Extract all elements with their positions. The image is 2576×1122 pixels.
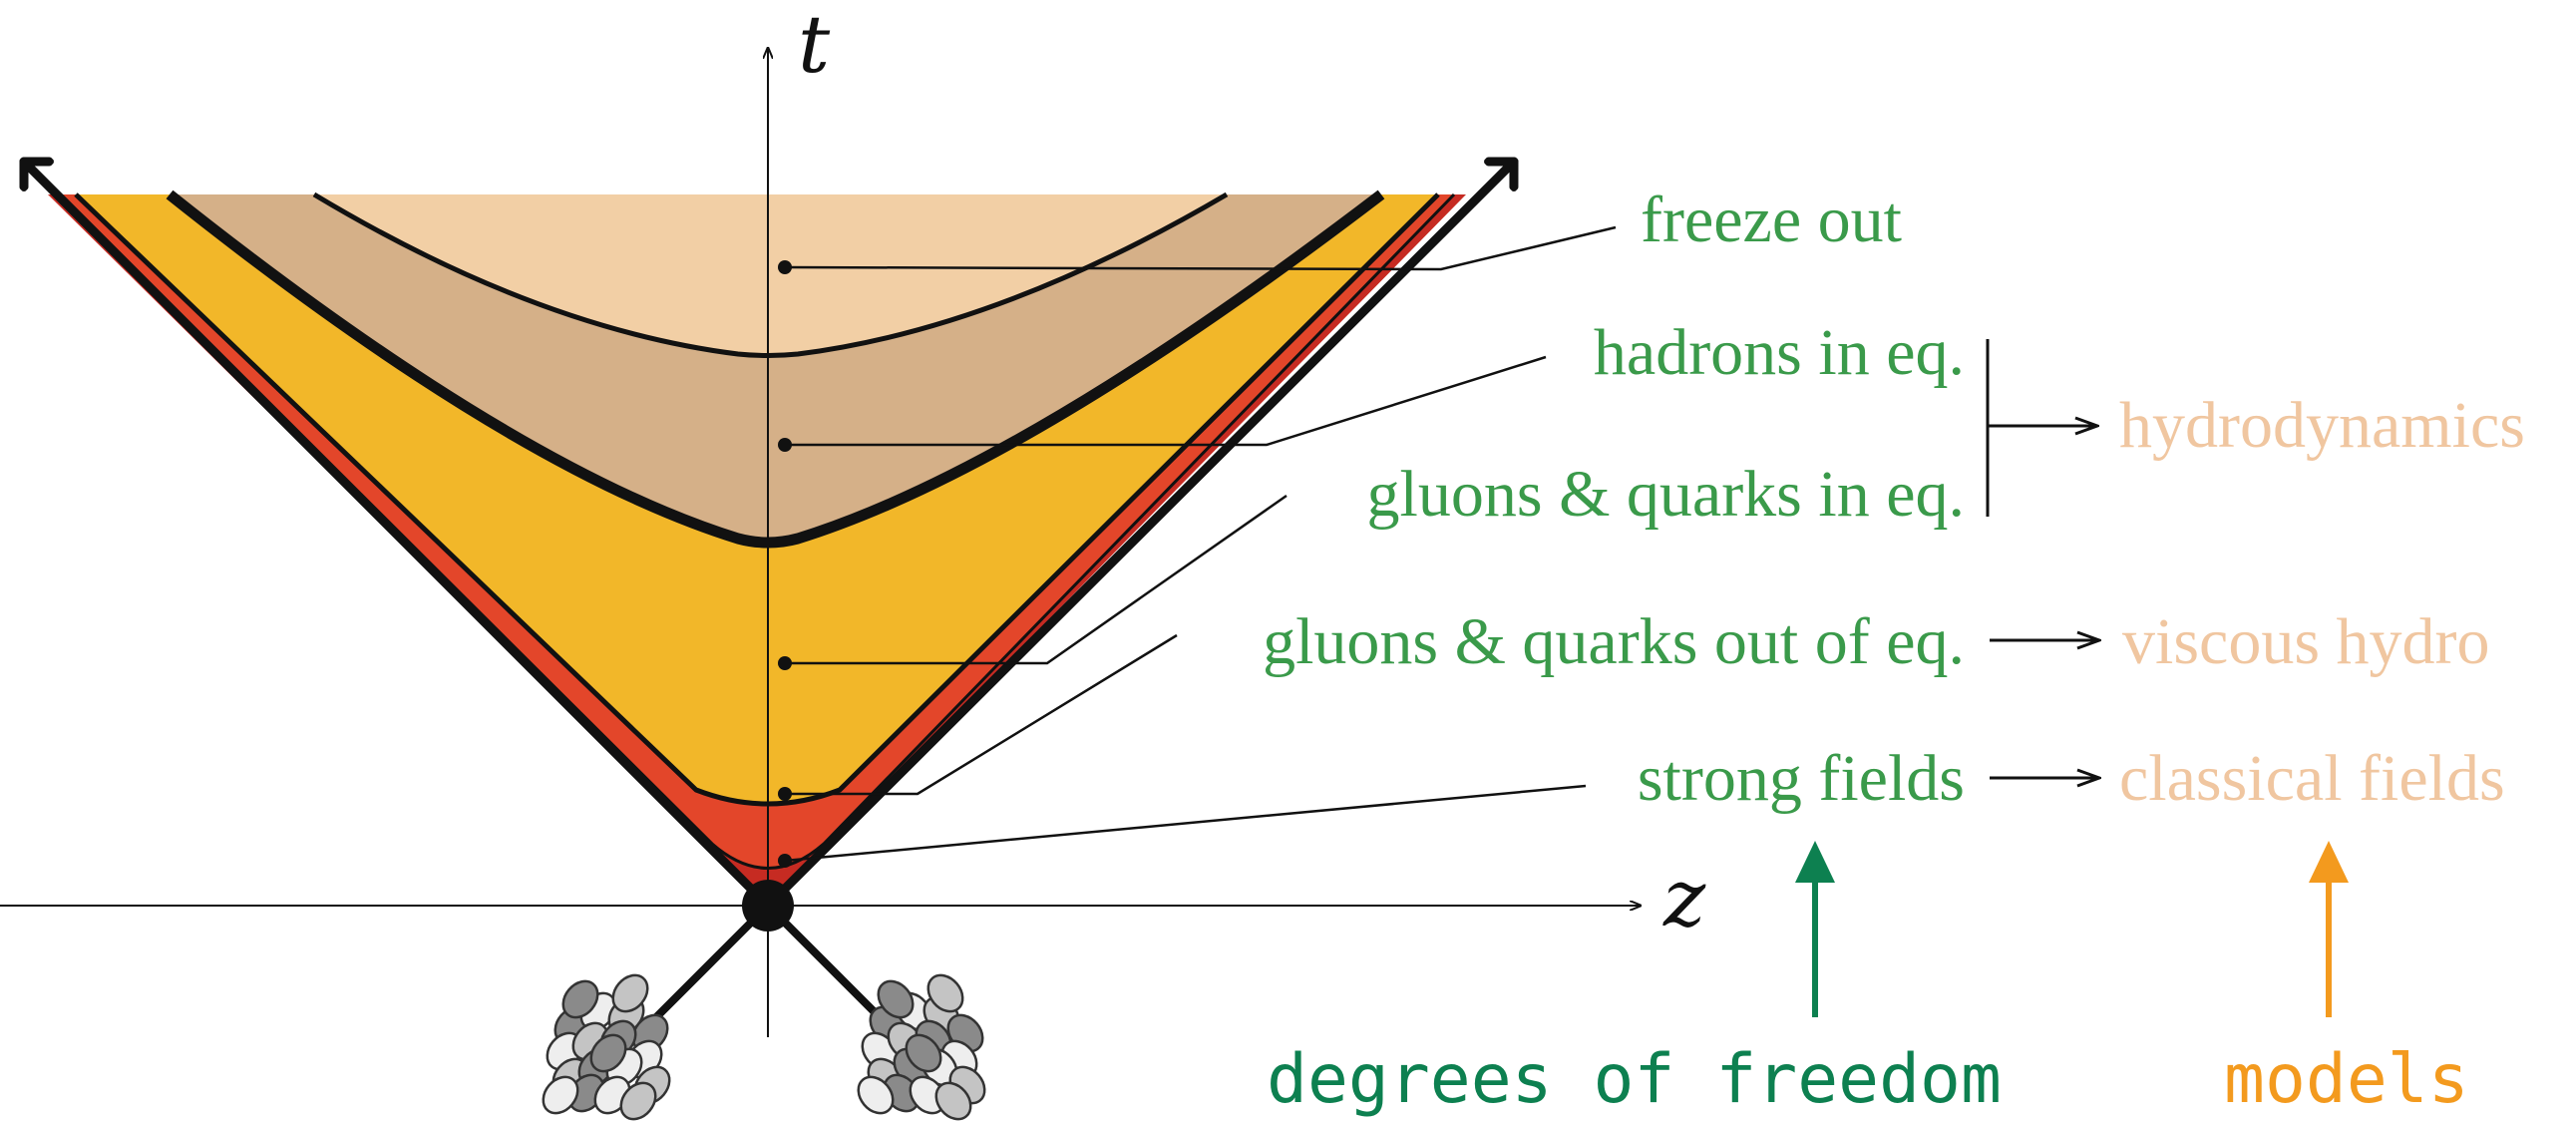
gluons-quarks-eq-label: gluons & quarks in eq.: [1367, 458, 1965, 531]
lightcone-left: [24, 157, 773, 911]
freeze-out-label: freeze out: [1641, 184, 1902, 256]
freeze-out-dot: [778, 260, 792, 274]
gluons-quarks-out-eq-leader: [785, 633, 1178, 796]
hadron-gas-region: [170, 194, 1381, 543]
model-labels: hydrodynamics viscous hydro classical fi…: [2119, 389, 2525, 815]
gluons-quarks-eq-leader: [785, 494, 1288, 665]
viscous-hydro-label: viscous hydro: [2122, 605, 2489, 678]
model-connectors: [1986, 339, 2099, 778]
nucleon: [877, 979, 915, 1019]
classical-fields-label: classical fields: [2119, 742, 2505, 815]
collision-point: [742, 880, 794, 932]
stage-dots: [778, 260, 792, 868]
nucleon: [926, 973, 964, 1013]
space-axis-label: z: [1662, 852, 1706, 944]
nucleus-right: [857, 973, 986, 1121]
dof-arrow-head: [1795, 841, 1835, 883]
nucleon: [542, 1075, 579, 1115]
lightcone-regions: [48, 194, 1466, 906]
stage-labels: freeze out hadrons in eq. gluons & quark…: [1263, 184, 1965, 815]
nucleon: [589, 1033, 627, 1073]
hadronization-curve: [166, 189, 1385, 549]
nucleon: [934, 1081, 972, 1121]
strong-fields-dot: [778, 854, 792, 868]
gluons-quarks-out-eq-dot: [778, 787, 792, 801]
lightcone-right: [763, 162, 1519, 911]
hydrodynamics-label: hydrodynamics: [2119, 389, 2525, 462]
strong-fields-label: strong fields: [1638, 742, 1965, 815]
strong-fields-leader: [784, 784, 1587, 863]
nucleon: [857, 1075, 895, 1115]
models-label: models: [2224, 1040, 2469, 1119]
gluons-quarks-out-eq-label: gluons & quarks out of eq.: [1263, 605, 1965, 678]
incoming-nuclei: [542, 903, 986, 1121]
freeze-out-region: [314, 194, 1227, 356]
stage-leaders: [784, 225, 1617, 863]
models-arrow-head: [2309, 841, 2349, 883]
degrees-of-freedom-label: degrees of freedom: [1267, 1040, 2002, 1119]
freeze-out-leader: [784, 225, 1617, 271]
footer: degrees of freedom models: [1267, 841, 2469, 1119]
hadrons-eq-label: hadrons in eq.: [1594, 316, 1965, 389]
hadrons-eq-leader: [785, 355, 1547, 447]
nucleus-trajectory-left: [635, 903, 771, 1038]
nucleon: [619, 1081, 657, 1121]
nucleus-left: [542, 973, 671, 1121]
hadrons-eq-dot: [778, 438, 792, 452]
nucleon: [905, 1033, 942, 1073]
nucleon: [561, 979, 599, 1019]
time-axis-label: t: [798, 0, 831, 91]
nucleon: [611, 973, 649, 1013]
gluons-quarks-eq-dot: [778, 656, 792, 670]
